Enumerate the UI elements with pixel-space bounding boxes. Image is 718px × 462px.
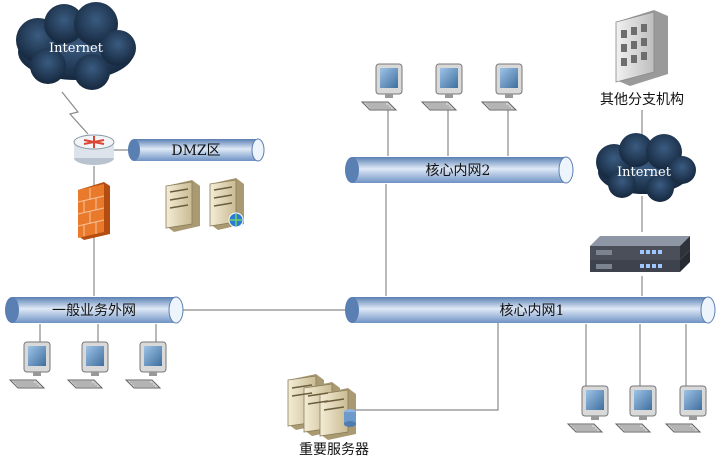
core2-workstation-1 [361,63,403,111]
internet-cloud-right: Internet [596,133,696,202]
core1-workstation-1 [567,385,609,433]
internet-label-left: Internet [49,41,104,56]
core1-workstation-3 [665,385,707,433]
gateway-appliance-icon [590,236,690,272]
branch-office-label: 其他分支机构 [600,92,684,108]
core1-workstation-2 [615,385,657,433]
dmz-label: DMZ区 [171,143,220,159]
core-inner-2-segment: 核心内网2 [345,156,574,184]
core-inner-1-segment: 核心内网1 [345,296,716,324]
branch-office-building-icon [615,10,668,86]
core1-servers-line [352,322,499,411]
general-workstation-1 [9,341,51,389]
internet-uplink-line [61,91,89,135]
internet-label-right: Internet [617,165,672,180]
core-inner-1-label: 核心内网1 [500,303,565,319]
dmz-server-icon [165,180,200,232]
important-servers-label: 重要服务器 [299,442,369,458]
internet-cloud-left: Internet [16,2,136,90]
dmz-web-server-icon [209,178,244,230]
connection-lines [39,91,687,411]
dmz-segment: DMZ区 [128,138,265,162]
core2-workstation-3 [481,63,523,111]
general-workstation-2 [67,341,109,389]
core2-workstation-2 [421,63,463,111]
router-icon [73,134,115,165]
general-workstation-3 [125,341,167,389]
core-inner-2-label: 核心内网2 [426,163,491,179]
general-external-label: 一般业务外网 [52,303,136,319]
general-external-segment: 一般业务外网 [5,296,184,324]
firewall-icon [77,182,110,240]
important-servers-icon [287,374,356,440]
